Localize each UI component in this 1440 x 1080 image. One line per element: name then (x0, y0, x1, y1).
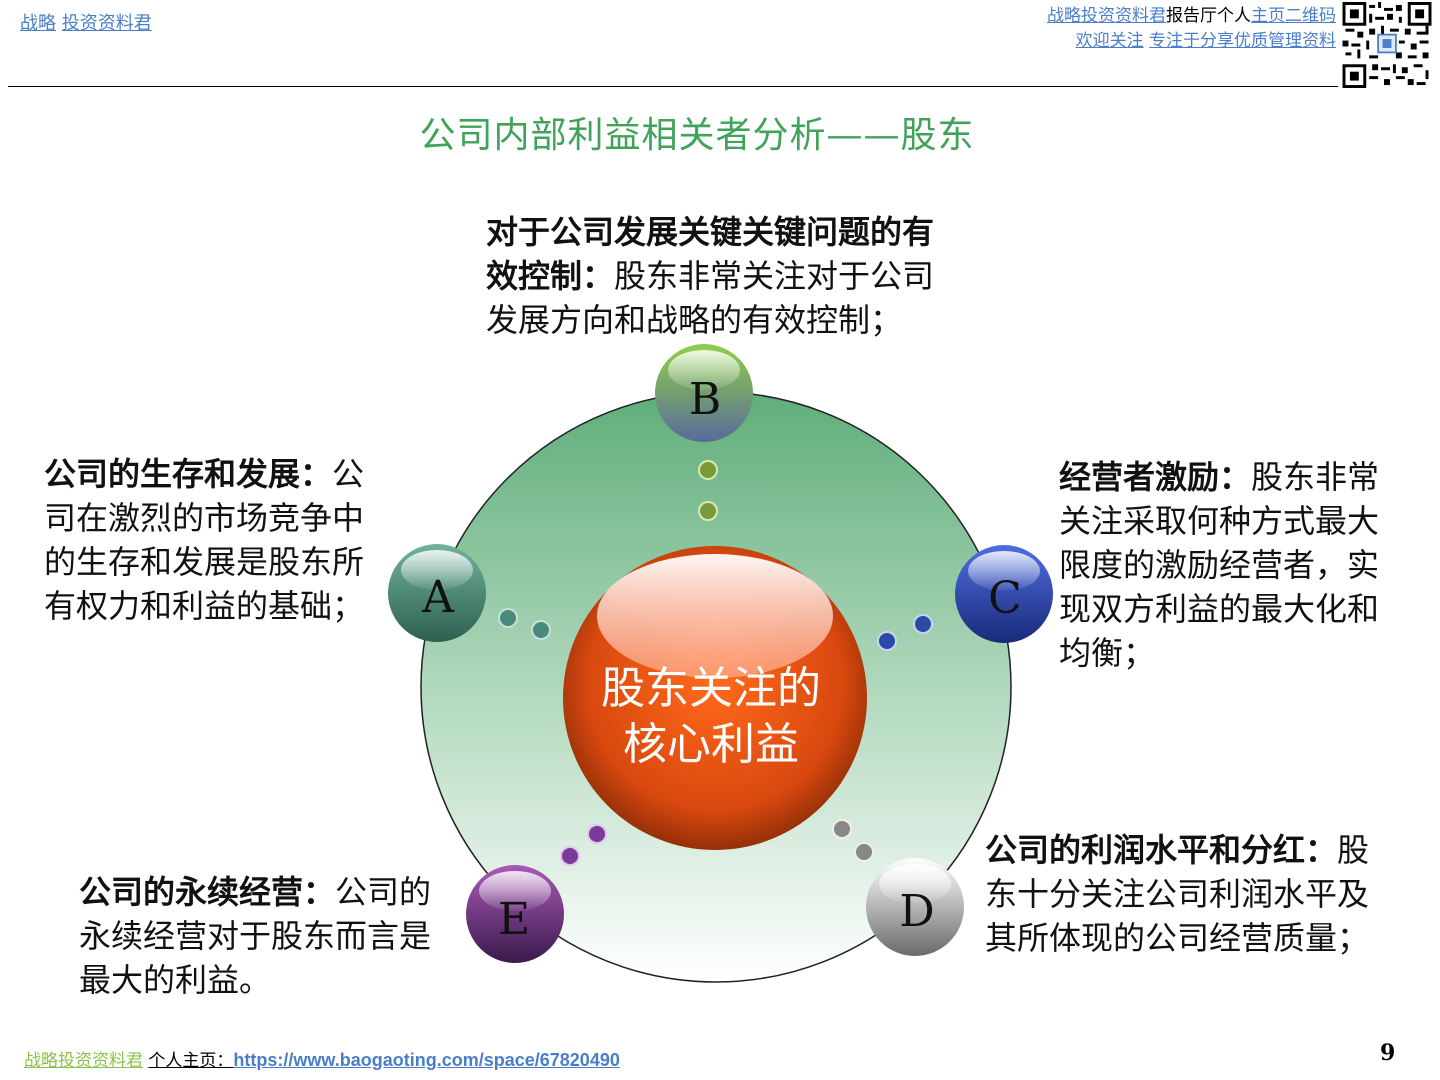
header-divider (8, 86, 1338, 87)
header-link-focus[interactable]: 专注于分享优质管理资料 (1149, 31, 1336, 51)
connector-dots-c (877, 614, 933, 651)
node-e-letter: E (498, 894, 530, 945)
text-b-body: 股东非常关注对于公司发展方向和战略的有效控制； (486, 257, 935, 339)
footer: 战略投资资料君 个人主页：https://www.baogaoting.com/… (24, 1046, 620, 1071)
header-link-qrcode[interactable]: 主页二维码 (1251, 6, 1336, 26)
node-d: D (866, 858, 964, 956)
node-b: B (655, 344, 753, 442)
text-e-body: 公司的永续经营对于股东而言是最大的利益。 (79, 873, 432, 999)
text-block-e: 公司的永续经营：公司的永续经营对于股东而言是最大的利益。 (79, 870, 441, 1002)
connector-dots-b (698, 460, 718, 521)
text-b-heading: 对于公司发展关键关键问题的有效控制： (486, 213, 935, 295)
text-block-d: 公司的利润水平和分红：股东十分关注公司利润水平及其所体现的公司经营质量； (985, 828, 1385, 960)
page-title: 公司内部利益相关者分析——股东 (419, 115, 975, 156)
header-brand[interactable]: 战略 投资资料君 (20, 9, 152, 35)
footer-brand-link[interactable]: 战略投资资料君 (24, 1051, 143, 1071)
connector-dots-d (832, 819, 874, 862)
text-d-body: 股东十分关注公司利润水平及其所体现的公司经营质量； (985, 831, 1370, 957)
text-c-heading: 经营者激励： (1059, 458, 1252, 496)
footer-homepage-label: 个人主页： (148, 1051, 234, 1071)
node-b-letter: B (689, 374, 721, 425)
header-text-hall: 报告厅个人 (1166, 6, 1251, 26)
text-block-b: 对于公司发展关键关键问题的有效控制：股东非常关注对于公司发展方向和战略的有效控制… (486, 210, 956, 342)
header-brand-part1[interactable]: 战略 (20, 13, 56, 34)
qr-code-icon (1342, 2, 1432, 88)
header-link-follow[interactable]: 欢迎关注 (1075, 31, 1144, 51)
node-a: A (388, 544, 486, 642)
header-link-brand[interactable]: 战略投资资料君 (1047, 6, 1166, 26)
connector-dots-e (560, 824, 607, 866)
text-block-a: 公司的生存和发展：公司在激烈的市场竞争中的生存和发展是股东所有权力和利益的基础； (44, 452, 370, 628)
text-block-c: 经营者激励：股东非常关注采取何种方式最大限度的激励经营者，实现双方利益的最大化和… (1059, 455, 1385, 675)
node-c: C (955, 545, 1053, 643)
connector-dots-a (498, 608, 551, 640)
footer-url-link[interactable]: https://www.baogaoting.com/space/6782049… (233, 1050, 620, 1070)
center-label-line1: 股东关注的 (601, 663, 821, 714)
node-e: E (466, 865, 564, 963)
header-brand-part2[interactable]: 投资资料君 (61, 13, 152, 34)
center-label-line2: 核心利益 (623, 719, 799, 770)
center-sphere: 股东关注的 核心利益 (563, 546, 867, 850)
node-d-letter: D (899, 886, 934, 937)
text-e-heading: 公司的永续经营： (79, 873, 336, 911)
node-a-letter: A (421, 572, 455, 623)
text-a-heading: 公司的生存和发展： (44, 455, 333, 493)
node-c-letter: C (988, 573, 1022, 624)
text-c-body: 股东非常关注采取何种方式最大限度的激励经营者，实现双方利益的最大化和均衡； (1059, 458, 1380, 672)
text-d-heading: 公司的利润水平和分红： (985, 831, 1338, 869)
text-a-body: 公司在激烈的市场竞争中的生存和发展是股东所有权力和利益的基础； (44, 455, 365, 625)
header-links: 战略投资资料君报告厅个人主页二维码 欢迎关注 专注于分享优质管理资料 (1047, 4, 1336, 54)
page-number: 9 (1380, 1040, 1396, 1066)
